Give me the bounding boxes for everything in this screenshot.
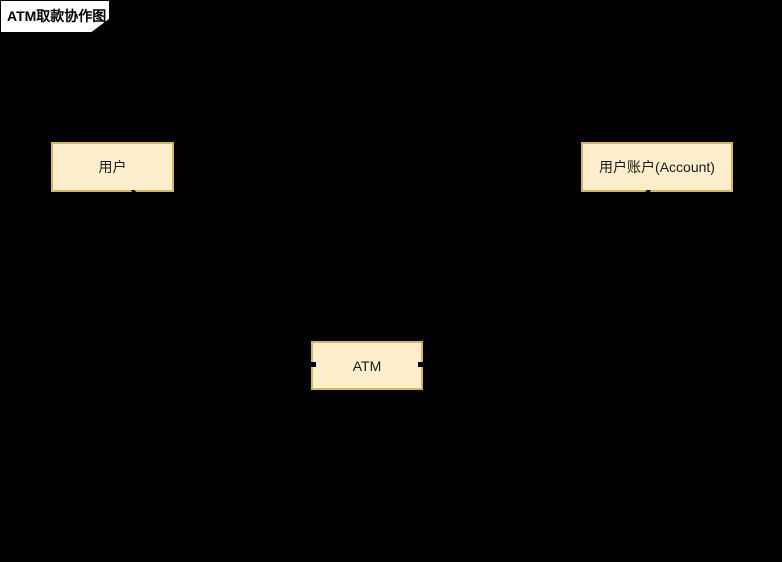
node-account-label: 用户账户(Account): [599, 159, 715, 175]
connector-account-to-atm-stub: [643, 190, 651, 196]
node-atm[interactable]: ATM: [311, 341, 423, 390]
diagram-title-tab: [0, 0, 110, 33]
connector-user-to-atm-stub: [131, 190, 138, 196]
connector-atm-left-stub: [311, 362, 316, 367]
connector-atm-right-stub: [418, 362, 423, 367]
node-user-label: 用户: [98, 159, 127, 175]
node-account[interactable]: 用户账户(Account): [581, 142, 733, 192]
page-title: ATM取款协作图: [7, 8, 107, 24]
node-atm-label: ATM: [352, 357, 382, 374]
node-user[interactable]: 用户: [51, 142, 174, 192]
